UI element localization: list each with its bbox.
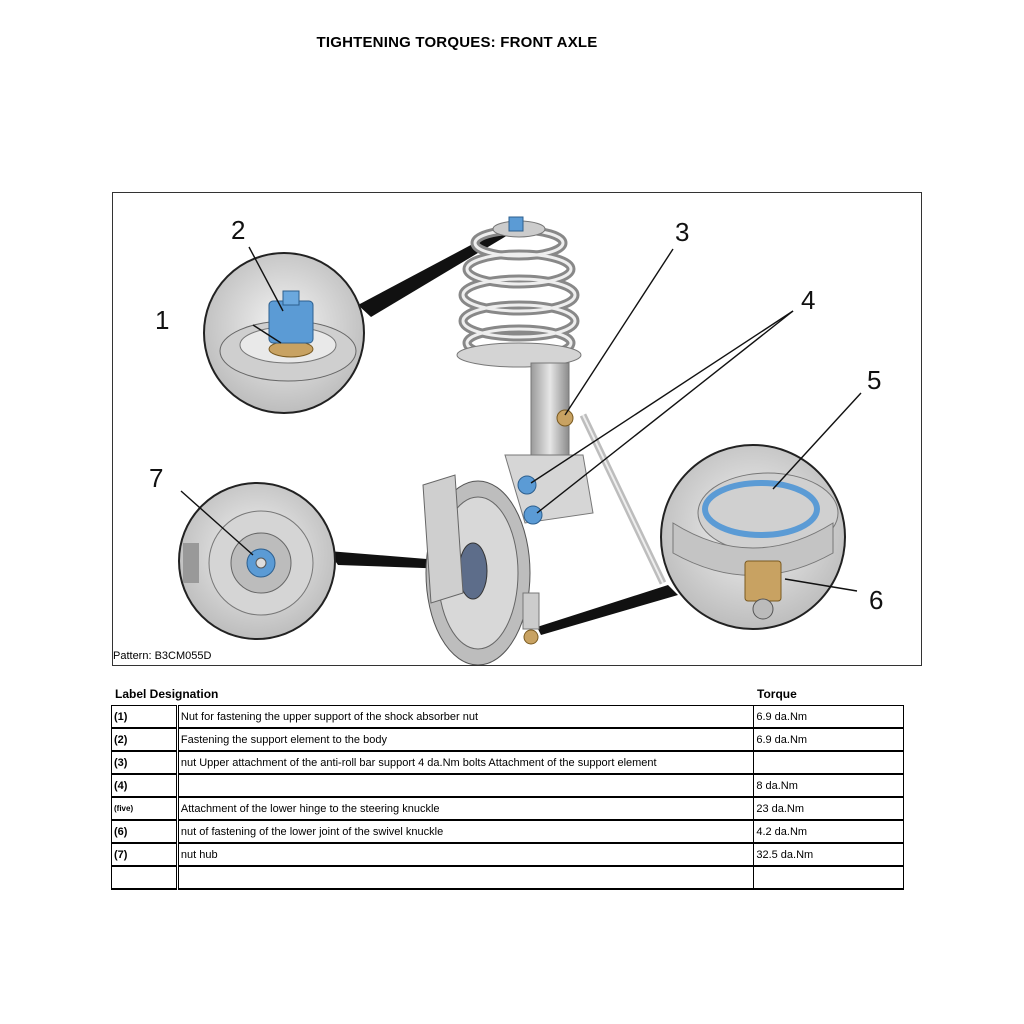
- row-designation: [176, 865, 755, 890]
- leader-4b: [536, 310, 794, 514]
- front-axle-diagram: 1 2 3 4 5 6 7 Pattern: B3CM055D: [112, 192, 922, 666]
- callout-6: 6: [869, 585, 883, 615]
- row-designation: Attachment of the lower hinge to the ste…: [176, 796, 755, 821]
- row-label: (4): [111, 773, 179, 798]
- row-torque: 32.5 da.Nm: [753, 842, 904, 867]
- callout-3: 3: [675, 217, 689, 247]
- row-label: (7): [111, 842, 179, 867]
- zoom-connector-top: [358, 229, 508, 317]
- zoom-connector-left: [328, 551, 451, 569]
- row-designation: nut of fastening of the lower joint of t…: [176, 819, 755, 844]
- table-row: (1) Nut for fastening the upper support …: [111, 705, 904, 729]
- callout-4: 4: [801, 285, 815, 315]
- row-label: (1): [111, 705, 179, 729]
- row-label: (6): [111, 819, 179, 844]
- table-row: [111, 865, 904, 890]
- row-designation: Fastening the support element to the bod…: [176, 727, 755, 752]
- row-torque: 6.9 da.Nm: [753, 727, 904, 752]
- torque-table: (1) Nut for fastening the upper support …: [111, 705, 904, 890]
- front-axle-illustration: 1 2 3 4 5 6 7: [149, 215, 883, 665]
- row-label: [111, 865, 179, 890]
- table-row: (2) Fastening the support element to the…: [111, 727, 904, 752]
- row-label: (3): [111, 750, 179, 775]
- row-designation: nut Upper attachment of the anti-roll ba…: [176, 750, 755, 775]
- callout-7: 7: [149, 463, 163, 493]
- leader-2: [248, 246, 284, 312]
- zoom-connector-right: [537, 585, 678, 635]
- table-row: (6) nut of fastening of the lower joint …: [111, 819, 904, 844]
- leader-7: [180, 490, 254, 556]
- table-row: (five) Attachment of the lower hinge to …: [111, 796, 904, 821]
- row-torque: [753, 865, 904, 890]
- callout-1: 1: [155, 305, 169, 335]
- callout-2: 2: [231, 215, 245, 245]
- zoom-hub-nut: [178, 482, 336, 640]
- leader-5: [772, 392, 862, 490]
- zoom-lower-joint: [660, 444, 846, 630]
- table-header-label: Label Designation: [115, 687, 219, 701]
- row-torque: 23 da.Nm: [753, 796, 904, 821]
- strut-assembly: [422, 216, 667, 665]
- zoom-upper-mount: [203, 252, 365, 414]
- table-row: (7) nut hub 32.5 da.Nm: [111, 842, 904, 867]
- leader-6: [784, 578, 858, 592]
- table-row: (4) 8 da.Nm: [111, 773, 904, 798]
- row-designation: nut hub: [176, 842, 755, 867]
- row-designation: Nut for fastening the upper support of t…: [176, 705, 755, 729]
- table-row: (3) nut Upper attachment of the anti-rol…: [111, 750, 904, 775]
- row-torque: 6.9 da.Nm: [753, 705, 904, 729]
- row-torque: 8 da.Nm: [753, 773, 904, 798]
- row-label: (five): [111, 796, 179, 821]
- leader-4a: [530, 310, 794, 484]
- leader-3: [564, 248, 674, 416]
- row-torque: 4.2 da.Nm: [753, 819, 904, 844]
- row-torque: [753, 750, 904, 775]
- row-designation: [176, 773, 755, 798]
- pattern-code: Pattern: B3CM055D: [113, 650, 212, 662]
- table-header-torque: Torque: [757, 687, 797, 701]
- leader-1: [252, 324, 282, 344]
- page-title: TIGHTENING TORQUES: FRONT AXLE: [316, 34, 598, 51]
- callout-5: 5: [867, 365, 881, 395]
- row-label: (2): [111, 727, 179, 752]
